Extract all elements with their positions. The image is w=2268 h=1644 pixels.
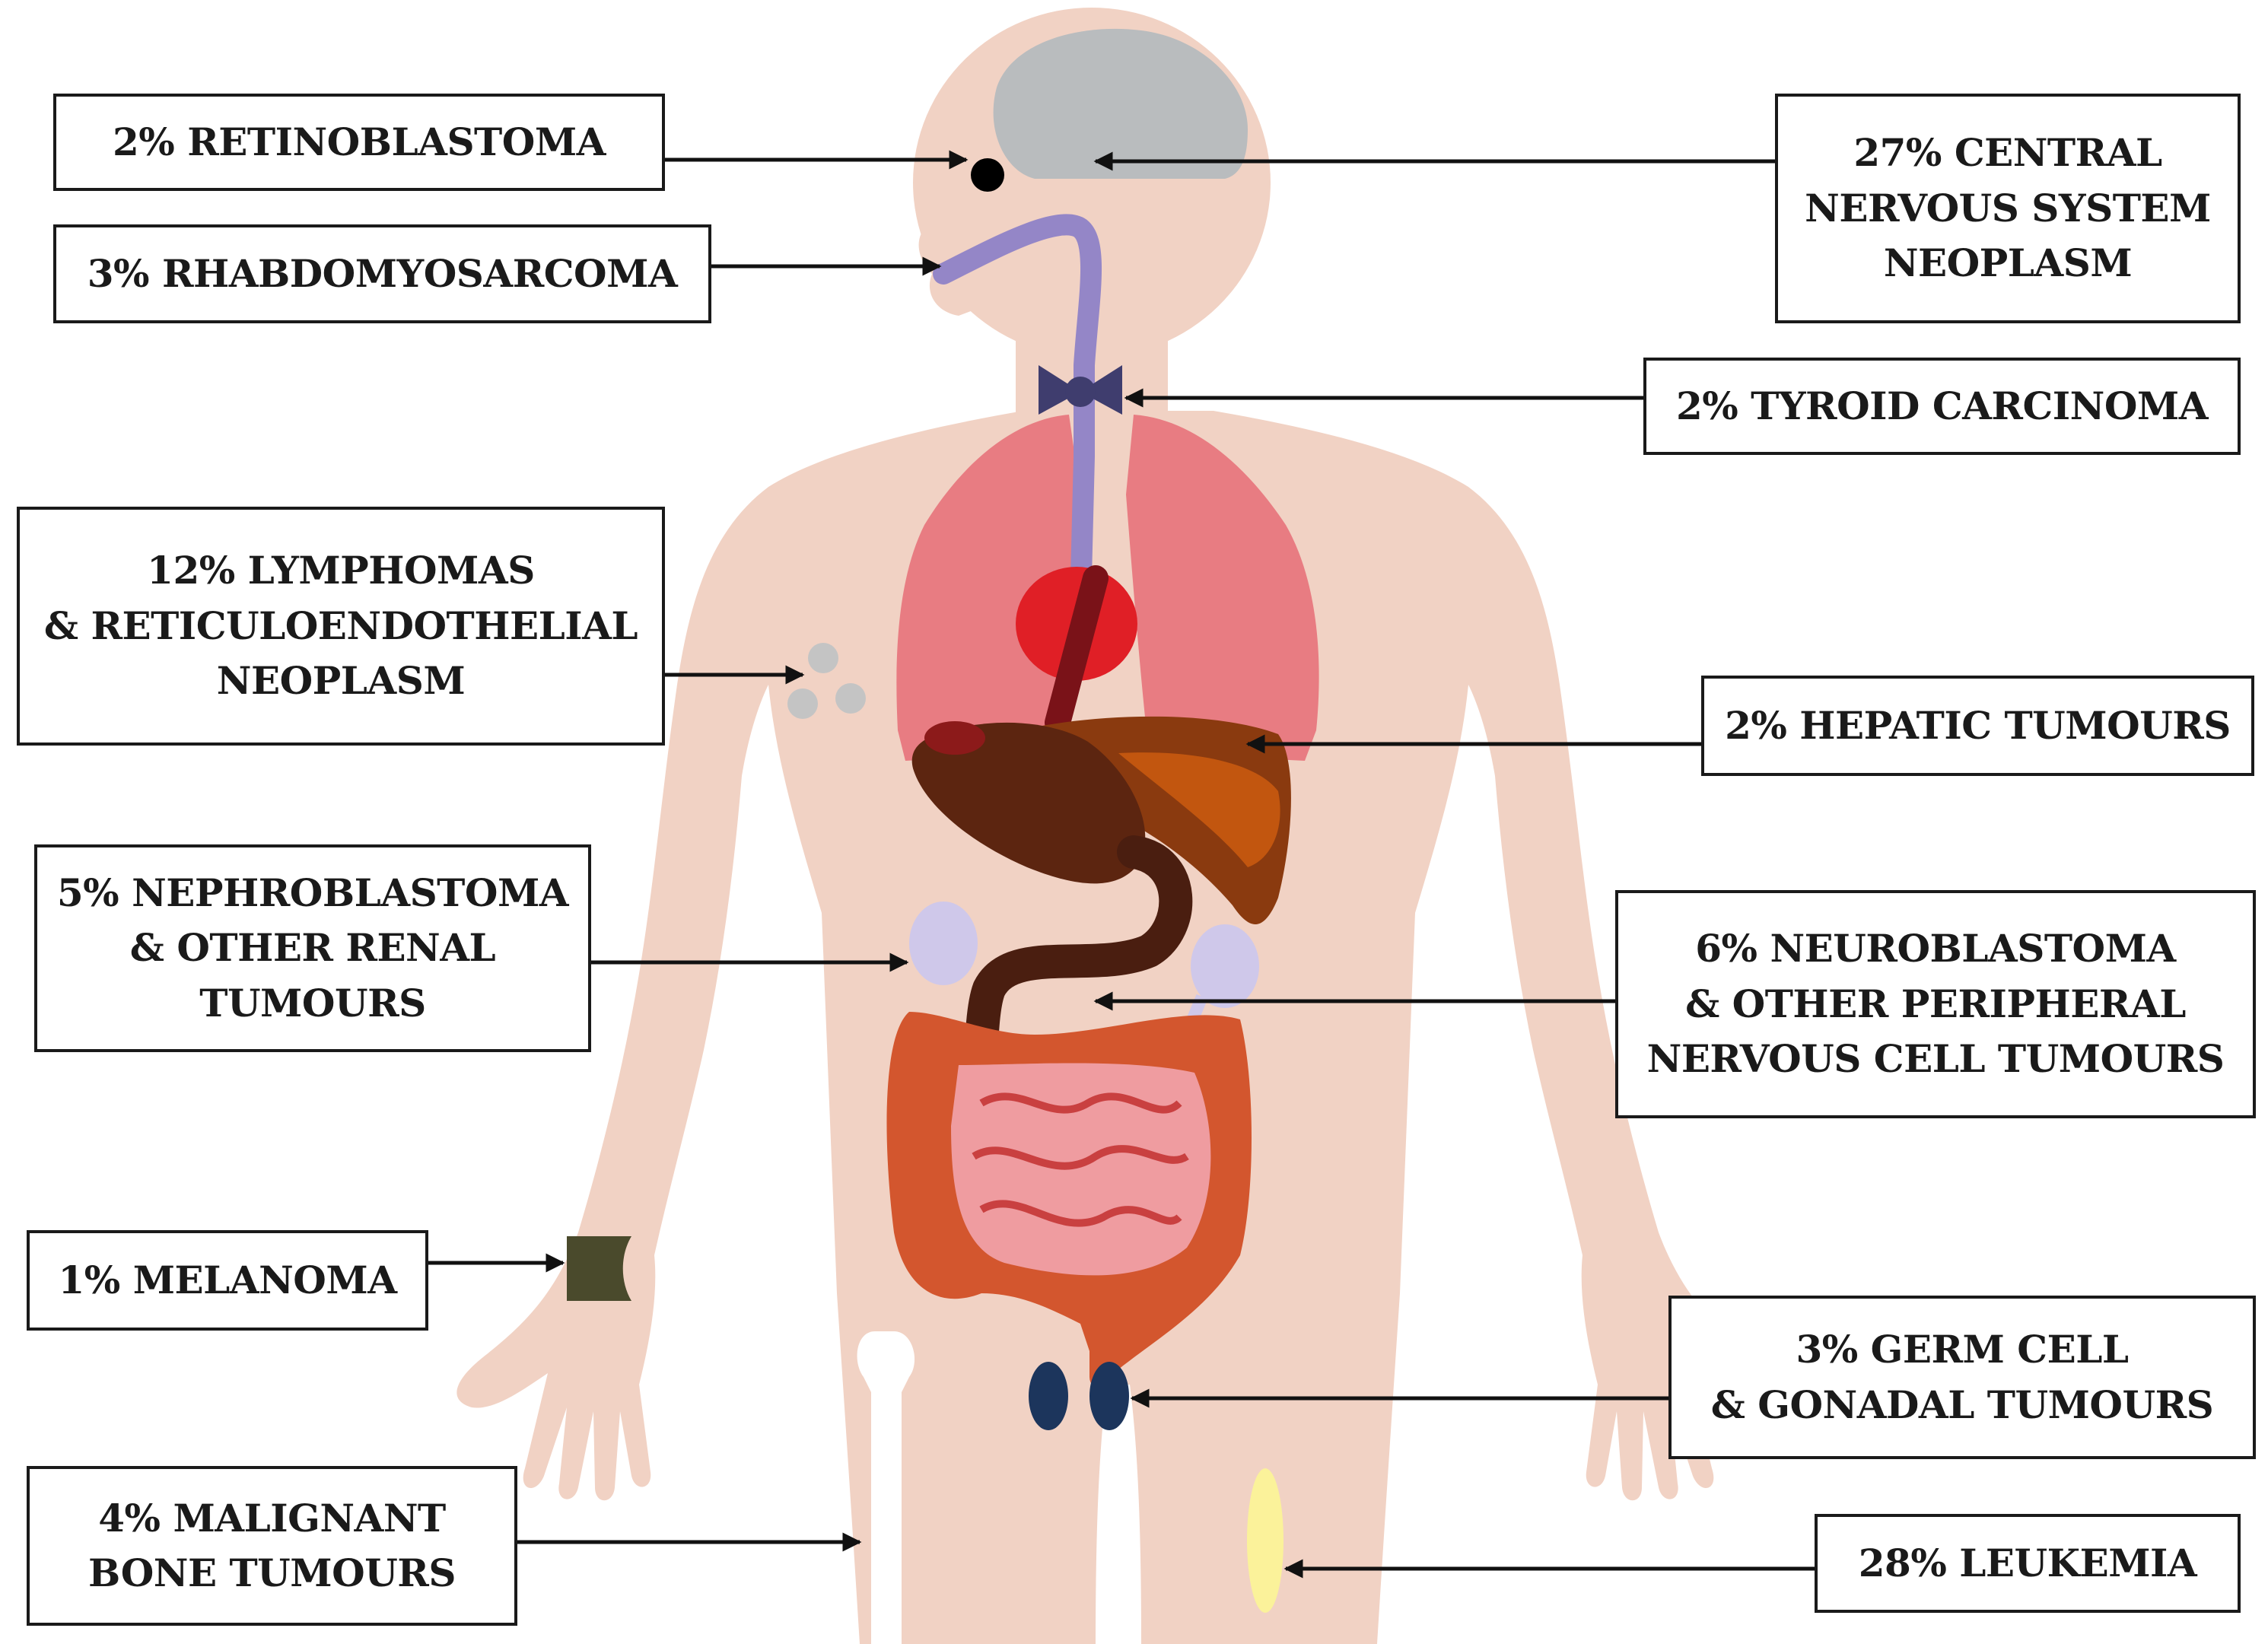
thyroid-center	[1065, 377, 1096, 407]
label-germ-cell: 3% GERM CELL & GONADAL TUMOURS	[1668, 1296, 2256, 1459]
lymph-nodes	[787, 643, 866, 719]
label-line: 6% NEUROBLASTOMA	[1695, 926, 2176, 971]
label-line: 2% TYROID CARCINOMA	[1675, 383, 2209, 428]
label-nephroblastoma: 5% NEPHROBLASTOMA & OTHER RENAL TUMOURS	[34, 844, 591, 1052]
label-hepatic: 2% HEPATIC TUMOURS	[1701, 676, 2254, 776]
leg-gap	[1096, 1385, 1141, 1644]
left-kidney	[909, 901, 978, 985]
brain	[993, 28, 1248, 179]
label-melanoma: 1% MELANOMA	[27, 1230, 428, 1331]
label-line: 28% LEUKEMIA	[1858, 1540, 2197, 1585]
label-line: BONE TUMOURS	[88, 1550, 456, 1595]
eye	[971, 158, 1004, 192]
label-line: NERVOUS SYSTEM	[1805, 185, 2211, 231]
label-line: 2% RETINOBLASTOMA	[113, 119, 606, 164]
stomach-top	[924, 721, 985, 755]
label-thyroid: 2% TYROID CARCINOMA	[1643, 358, 2241, 455]
label-line: TUMOURS	[199, 980, 426, 1026]
label-leukemia: 28% LEUKEMIA	[1815, 1514, 2241, 1613]
heart-vessel	[1045, 565, 1109, 736]
label-line: 5% NEPHROBLASTOMA	[56, 870, 569, 915]
thyroid	[1039, 365, 1122, 415]
left-gonad	[1029, 1362, 1068, 1430]
label-line: NEOPLASM	[216, 658, 466, 704]
label-line: NEOPLASM	[1883, 240, 2133, 286]
leukemia-vessel	[1247, 1468, 1284, 1613]
label-line: 1% MELANOMA	[58, 1257, 397, 1302]
liver-highlight	[1118, 752, 1280, 867]
label-rhabdomyosarcoma: 3% RHABDOMYOSARCOMA	[53, 224, 711, 323]
label-bone: 4% MALIGNANT BONE TUMOURS	[27, 1466, 517, 1626]
esophagus	[933, 214, 1102, 756]
right-gonad	[1089, 1362, 1129, 1430]
label-line: & GONADAL TUMOURS	[1710, 1382, 2214, 1427]
label-cns: 27% CENTRAL NERVOUS SYSTEM NEOPLASM	[1775, 94, 2241, 323]
left-lung	[896, 415, 1080, 761]
label-line: NERVOUS CELL TUMOURS	[1646, 1036, 2225, 1082]
label-line: 2% HEPATIC TUMOURS	[1725, 702, 2231, 748]
small-intestine	[951, 1063, 1211, 1276]
label-line: 27% CENTRAL	[1853, 130, 2162, 176]
small-intestine-folds	[972, 1092, 1189, 1227]
femur-bone	[857, 1331, 915, 1644]
label-line: & RETICULOENDOTHELIAL	[43, 603, 638, 648]
label-neuroblastoma: 6% NEUROBLASTOMA & OTHER PERIPHERAL NERV…	[1615, 890, 2256, 1118]
right-lung	[1126, 415, 1319, 761]
stomach	[911, 722, 1146, 884]
right-kidney	[1191, 924, 1259, 1008]
label-line: 4% MALIGNANT	[98, 1495, 446, 1541]
label-line: 3% RHABDOMYOSARCOMA	[87, 250, 678, 296]
label-retinoblastoma: 2% RETINOBLASTOMA	[53, 94, 665, 191]
label-line: 12% LYMPHOMAS	[147, 548, 535, 593]
label-line: & OTHER PERIPHERAL	[1685, 981, 2186, 1026]
label-line: 3% GERM CELL	[1796, 1327, 2129, 1372]
melanoma-patch	[567, 1236, 631, 1301]
label-line: & OTHER RENAL	[129, 925, 496, 971]
label-lymphomas: 12% LYMPHOMAS & RETICULOENDOTHELIAL NEOP…	[17, 507, 665, 746]
arrows	[428, 150, 1815, 1579]
